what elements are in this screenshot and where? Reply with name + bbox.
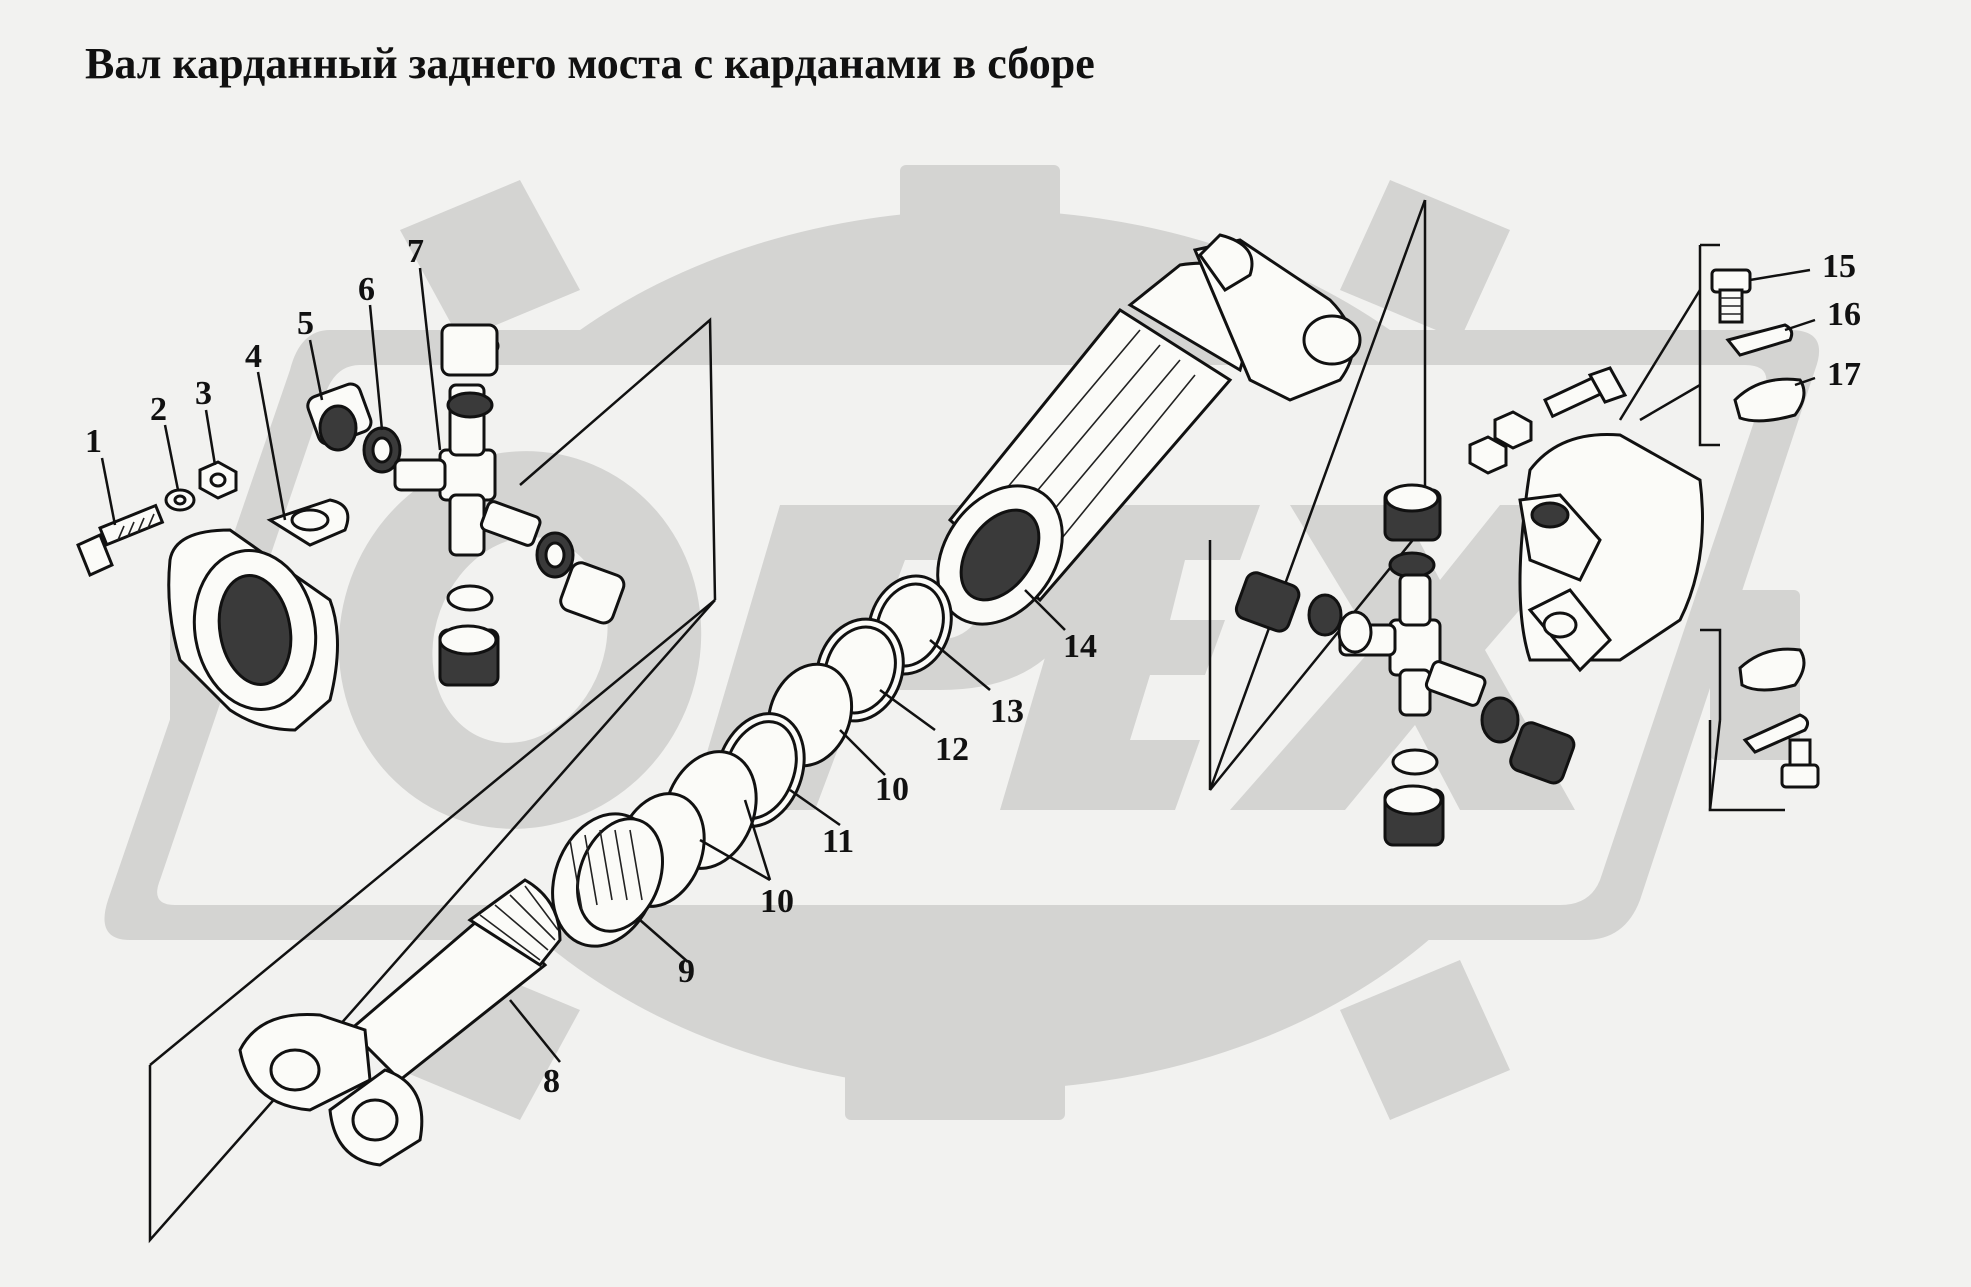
callout-10-top: 10 [875,771,909,808]
callout-7: 7 [407,233,424,270]
callout-2: 2 [150,391,167,428]
right-joint-group [1234,366,1704,847]
callout-15: 15 [1822,248,1856,285]
part-flange-yoke-4 [167,498,350,732]
part-lock-plate-16 [1725,323,1794,357]
callout-10-bottom: 10 [760,883,794,920]
part-bolt-bottom [1780,738,1820,789]
callout-8: 8 [543,1063,560,1100]
callout-12: 12 [935,731,969,768]
leader-lines [100,267,1816,1063]
callout-5: 5 [297,305,314,342]
callout-9: 9 [678,953,695,990]
part-bearing-cup-right-left [1234,571,1301,633]
part-plate-17 [1733,377,1806,423]
part-shaft-tube-14 [936,233,1362,626]
part-lock-plate-bottom [1742,713,1810,754]
part-bolt-right-top [1543,366,1628,419]
part-splined-shaft-8 [238,878,562,1167]
watermark-letter-e [1000,505,1260,810]
rings-group [551,574,953,948]
part-cross-spider-7 [393,323,542,687]
callout-1: 1 [85,423,102,460]
top-right-fasteners [1710,268,1820,789]
callout-4: 4 [245,338,262,375]
callout-16: 16 [1827,296,1861,333]
part-boot-9 [551,812,665,948]
part-nut-right-b [1493,410,1533,450]
part-bearing-cup-5 [306,382,373,452]
part-nut-right-a [1468,435,1508,475]
callout-11: 11 [822,823,854,860]
callout-6: 6 [358,271,375,308]
callout-14: 14 [1063,628,1097,665]
part-bolt-1 [76,503,165,578]
callout-3: 3 [195,375,212,412]
assembly-guide-lines [148,199,1785,1244]
part-bearing-cup-right-right [1509,721,1576,785]
part-bearing-cup-5b [559,561,626,625]
diagram-title: Вал карданный заднего моста с карданами … [85,39,1095,88]
callout-labels: 1 2 3 4 5 6 7 8 9 10 11 10 12 13 14 15 1… [85,233,1861,1100]
callout-13: 13 [990,693,1024,730]
part-plate-bottom [1738,647,1806,692]
part-bolt-15 [1710,268,1752,324]
left-flange-group [76,323,626,732]
callout-17: 17 [1827,356,1861,393]
part-flange-yoke-right [1518,432,1704,673]
